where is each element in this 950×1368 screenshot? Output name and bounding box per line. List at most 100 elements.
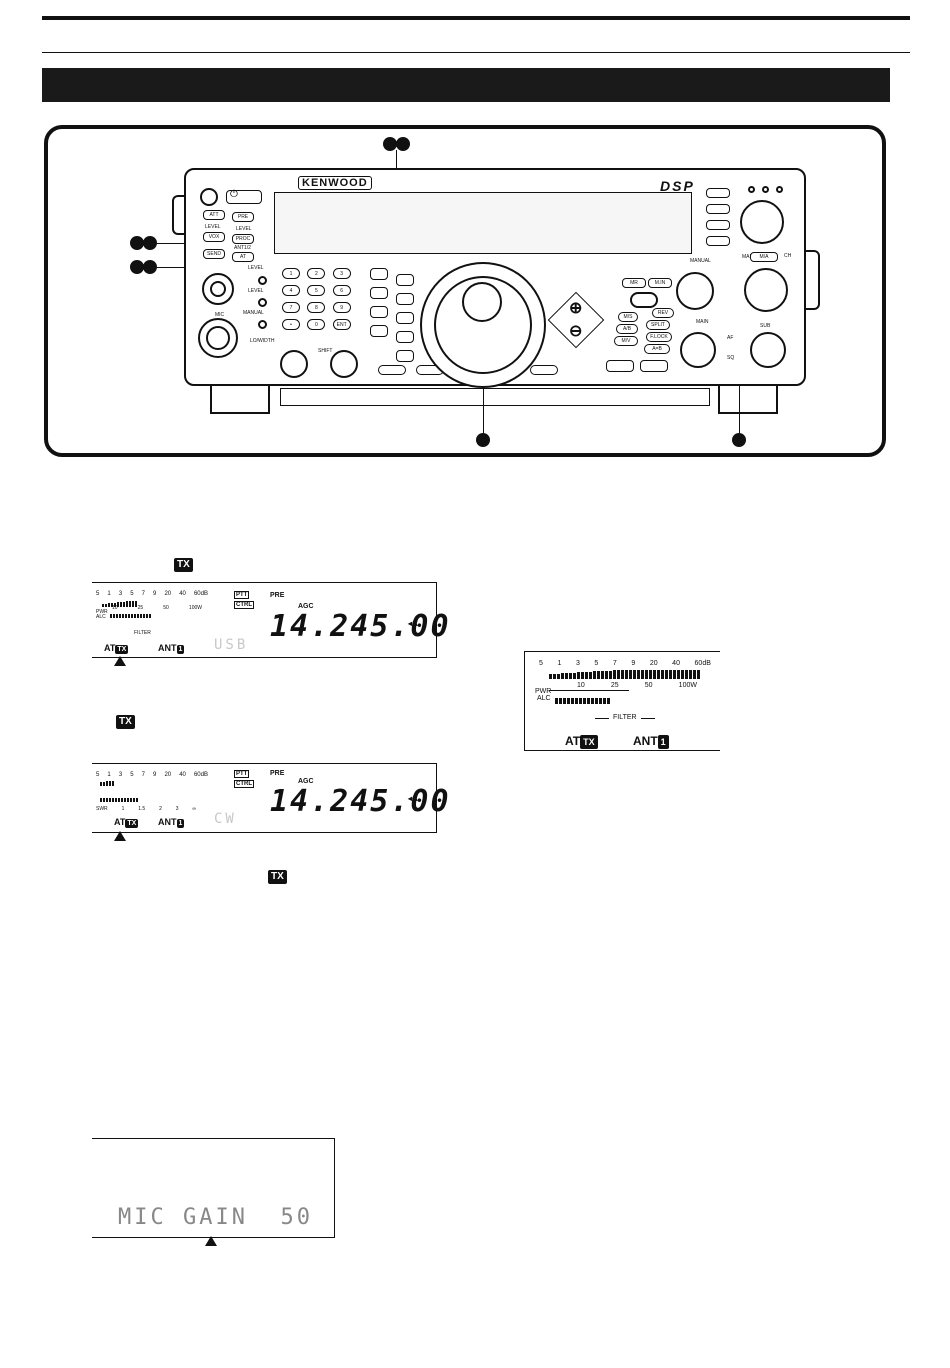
pwr-label: PWR [96,609,108,615]
mode-button[interactable] [370,306,388,318]
key-ent[interactable]: ENT [332,319,351,330]
ctrl-indicator: CTRL [234,601,254,609]
mode-button[interactable] [396,274,414,286]
pointer-triangle [205,1236,217,1246]
rf-gain-knob[interactable] [676,272,714,310]
rev-button[interactable]: REV [652,308,674,318]
pre-indicator: PRE [270,770,285,777]
alc-bars [555,698,611,704]
mode-button[interactable] [396,312,414,324]
multi-ch-knob[interactable] [744,268,788,312]
function-button[interactable] [606,360,634,372]
mr-button[interactable]: MR [622,278,646,288]
swr-bars [100,798,139,803]
frequency-readout: 14.245.00 [270,609,451,644]
ch-label: CH [784,253,792,259]
sub-af-knob[interactable] [750,332,786,368]
key-8[interactable]: 8 [307,302,326,313]
power-switch[interactable] [200,188,218,206]
mode-button[interactable] [396,331,414,343]
small-knob[interactable] [258,298,267,307]
alc-label: ALC [537,695,551,702]
at-button[interactable]: AT [232,252,254,262]
mode-button[interactable] [370,268,388,280]
level-label: LEVEL [248,288,264,294]
key-3[interactable]: 3 [332,268,351,279]
key-2[interactable]: 2 [307,268,326,279]
split-button[interactable]: SPLIT [646,320,670,330]
ms-button[interactable]: M/S [618,312,638,322]
band-button[interactable] [378,365,406,375]
handle-left [172,195,184,235]
ab-button[interactable]: A/B [616,324,638,334]
att-button[interactable]: ATT [203,210,225,220]
mode-button[interactable] [370,325,388,337]
proc-button[interactable]: PROC [232,234,254,244]
key-7[interactable]: 7 [282,302,300,313]
filter-label: FILTER [134,630,151,636]
power-button[interactable] [226,190,262,204]
small-knob[interactable] [258,276,267,285]
min-button[interactable]: M.IN [648,278,672,288]
ma-button[interactable]: M/A [750,252,778,262]
mode-readout: USB [214,637,249,653]
top-right-button[interactable] [706,236,730,246]
band-button[interactable] [530,365,558,375]
section-title-bar [42,68,890,102]
main-af-knob[interactable] [680,332,716,368]
mode-button[interactable] [396,350,414,362]
function-button[interactable] [640,360,668,372]
key-1[interactable]: 1 [282,268,300,279]
small-knob[interactable] [258,320,267,329]
key-6[interactable]: 6 [332,285,351,296]
frequency-readout: 14.245.00 [270,784,451,819]
af-label: AF [727,335,734,341]
power-icon: ⏻ [230,189,238,200]
mv-button[interactable]: M/V [614,336,638,346]
vox-button[interactable]: VOX [203,232,225,242]
foot-left [210,386,270,414]
s-meter-bars [102,601,138,607]
led-indicator [762,186,769,193]
header-rule [42,52,910,53]
top-right-button[interactable] [706,204,730,214]
lo-width-knob[interactable] [280,350,308,378]
sub-tuning-knob[interactable] [740,200,784,244]
led-indicator [748,186,755,193]
level-label: LEVEL [205,224,221,230]
plus-icon: ⊕ [569,300,583,317]
agc-indicator: AGC [298,778,314,785]
mode-button[interactable] [396,293,414,305]
key-4[interactable]: 4 [282,285,300,296]
manual-label: MANUAL [690,258,711,264]
multi-knob[interactable] [630,292,658,308]
s-meter-bars [100,780,115,786]
filter-label: FILTER [613,714,637,721]
menu-readout: MIC GAIN 50 [118,1205,313,1230]
sub-label: SUB [760,323,771,329]
agc-indicator: AGC [298,603,314,610]
key-9[interactable]: 9 [332,302,351,313]
top-right-button[interactable] [706,188,730,198]
minus-icon: ⊖ [569,323,583,340]
s-meter-bars [549,670,701,679]
key-5[interactable]: 5 [307,285,326,296]
key-0[interactable]: 0 [307,319,326,330]
pre-button[interactable]: PRE [232,212,254,222]
aeqb-button[interactable]: A=B [644,344,670,354]
alc-bars [110,614,152,619]
flock-button[interactable]: F.LOCK [646,332,672,342]
top-right-button[interactable] [706,220,730,230]
mode-button[interactable] [370,287,388,299]
send-button[interactable]: SEND [203,249,225,259]
callout-marker [130,236,144,250]
key-dot[interactable]: • [282,319,300,330]
shift-knob[interactable] [330,350,358,378]
